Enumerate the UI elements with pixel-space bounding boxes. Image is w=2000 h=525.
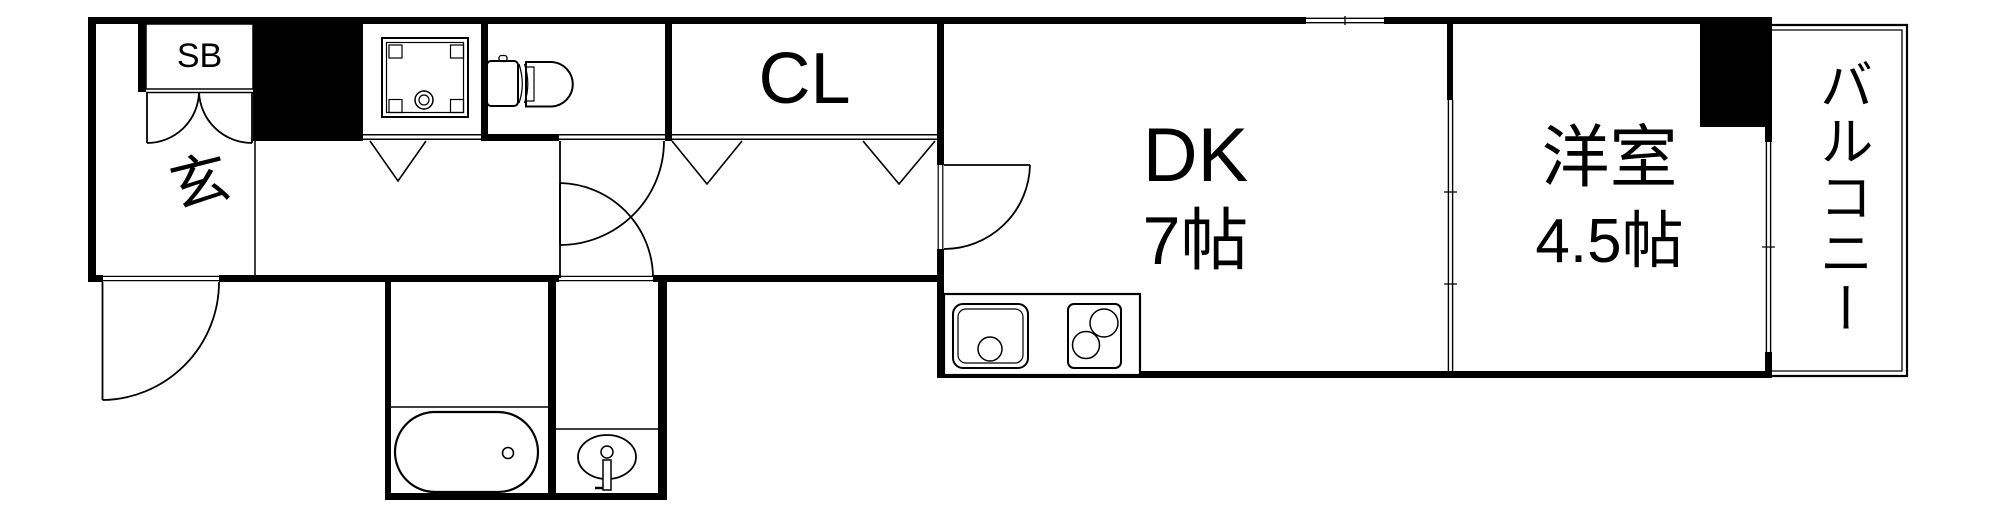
shoe-box-doors [146, 91, 253, 144]
cl-track [672, 134, 937, 140]
dk-door [943, 164, 1031, 250]
dk-doorway-opening [937, 165, 944, 249]
washer-closet-track [363, 134, 481, 140]
wall-bath-divider [548, 278, 556, 497]
washer-closet-fold-door [369, 140, 427, 183]
western-room-size: 4.5帖 [1535, 207, 1684, 276]
toilet-door-head [559, 134, 665, 140]
walls [88, 17, 1772, 500]
fixtures [381, 37, 1142, 494]
wall-bottom-right [937, 371, 1772, 378]
balcony-rail-outer [1772, 23, 1909, 378]
cl-fold-door-right [862, 140, 936, 186]
toilet-icon [486, 54, 574, 108]
washbasin-icon [577, 434, 637, 491]
washing-machine-pan-icon [381, 37, 469, 118]
folding-door-marks [369, 140, 936, 186]
wall-bottom-stub-left [88, 275, 103, 282]
wall-sb-stub [138, 17, 146, 92]
dining-kitchen-size: 7帖 [1142, 203, 1249, 279]
wall-washroom-east [658, 278, 667, 500]
entrance-sill-lines [103, 275, 219, 282]
wall-left [88, 17, 96, 282]
toilet-door [559, 140, 665, 246]
thin-lines [145, 23, 937, 430]
balcony-rail-inner [1772, 29, 1903, 372]
window-dk-top [1306, 16, 1384, 25]
bathtub-icon [393, 410, 540, 494]
balcony-rail [1772, 23, 1909, 378]
dining-kitchen-label: DK [1142, 113, 1249, 198]
washroom-sill-lines [559, 275, 653, 282]
wall-bath-west [385, 278, 391, 500]
partition-dk-western [1444, 100, 1457, 371]
cl-fold-door-left [671, 140, 743, 186]
gas-stove-icon [1067, 303, 1122, 369]
wall-toilet-cl-divider [665, 17, 672, 141]
washroom-door [559, 182, 654, 278]
doors [101, 91, 1031, 401]
windows [1306, 16, 1775, 371]
entrance-door [101, 281, 220, 401]
wall-toilet-head [488, 134, 559, 141]
entrance-label: 玄 [150, 140, 250, 226]
wall-top-right [1384, 17, 1772, 24]
pillar-entrance [253, 17, 363, 141]
wall-washer-toilet-divider [481, 17, 488, 141]
closet-label: CL [758, 39, 851, 119]
entrance-opening [103, 275, 219, 282]
wall-cl-dk-divider [937, 17, 944, 165]
western-room-label: 洋室 [1541, 120, 1678, 196]
wall-top-left [88, 17, 1306, 24]
wall-dk-west-lower [937, 249, 944, 378]
window-western-balcony [1762, 142, 1775, 352]
entrance-label-text: 玄 [163, 143, 236, 222]
wall-bath-bottom [385, 493, 667, 500]
openings [103, 165, 944, 282]
balcony-label: バルコニー [1811, 57, 1871, 337]
wall-partition-stub [1447, 17, 1453, 100]
wall-east-stub-lower [1765, 352, 1772, 378]
sb-box [145, 23, 254, 90]
kitchen-sink-icon [952, 303, 1029, 369]
dk-doorway-jambs [937, 165, 944, 249]
wall-east-stub-upper [1765, 127, 1772, 142]
shoe-box-label: SB [176, 37, 223, 75]
washroom-opening [559, 275, 653, 282]
pillar-western-room [1700, 17, 1772, 127]
